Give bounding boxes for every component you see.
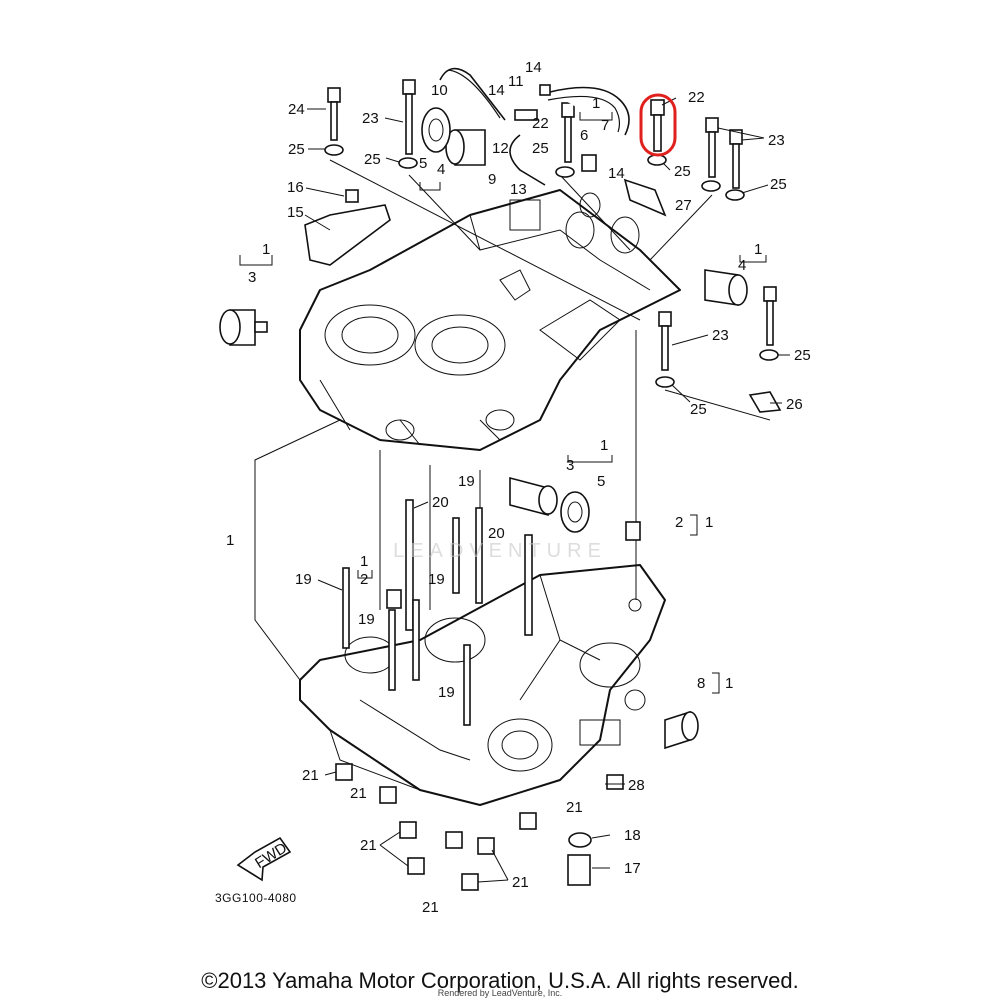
bearings-seals (219, 107, 748, 750)
callout-25: 25 (770, 176, 787, 193)
callout-23: 23 (712, 327, 729, 344)
washers-nuts (324, 144, 779, 891)
callout-9: 9 (488, 171, 496, 188)
callout-23: 23 (362, 110, 379, 127)
highlight-ring (639, 93, 677, 157)
callout-22: 22 (532, 115, 549, 132)
hoses (439, 67, 630, 186)
callout-21: 21 (350, 785, 367, 802)
callout-19: 19 (358, 611, 375, 628)
callout-2: 2 (675, 514, 683, 531)
callout-25: 25 (690, 401, 707, 418)
callout-1: 1 (360, 553, 368, 570)
callout-13: 13 (510, 181, 527, 198)
callout-1: 1 (600, 437, 608, 454)
lower-crankcase (299, 564, 666, 806)
callout-20: 20 (432, 494, 449, 511)
watermark: LEADVENTURE (393, 540, 607, 562)
callout-1: 1 (754, 241, 762, 258)
callout-5: 5 (597, 473, 605, 490)
callout-14: 14 (525, 59, 542, 76)
callout-21: 21 (512, 874, 529, 891)
callout-18: 18 (624, 827, 641, 844)
callout-19: 19 (458, 473, 475, 490)
callout-17: 17 (624, 860, 641, 877)
callout-15: 15 (287, 204, 304, 221)
callout-19: 19 (295, 571, 312, 588)
callout-21: 21 (360, 837, 377, 854)
callout-25: 25 (364, 151, 381, 168)
brackets (304, 178, 782, 413)
callout-25: 25 (794, 347, 811, 364)
callout-2: 2 (360, 571, 368, 588)
callout-1: 1 (592, 95, 600, 112)
callout-21: 21 (302, 767, 319, 784)
leader-lines (239, 97, 790, 883)
callout-8: 8 (697, 675, 705, 692)
callout-25: 25 (674, 163, 691, 180)
callout-28: 28 (628, 777, 645, 794)
callout-4: 4 (738, 257, 746, 274)
callout-25: 25 (532, 140, 549, 157)
callout-1: 1 (705, 514, 713, 531)
callout-21: 21 (422, 899, 439, 916)
callout-labels: 24 23 25 25 10 11 14 14 12 9 13 22 25 1 … (226, 59, 811, 916)
callout-4: 4 (437, 161, 445, 178)
callout-12: 12 (492, 140, 509, 157)
callout-10: 10 (431, 82, 448, 99)
callout-1: 1 (725, 675, 733, 692)
callout-23: 23 (768, 132, 785, 149)
callout-14: 14 (608, 165, 625, 182)
copyright-notice: ©2013 Yamaha Motor Corporation, U.S.A. A… (201, 968, 799, 993)
callout-3: 3 (566, 457, 574, 474)
callout-22-highlighted: 22 (688, 89, 705, 106)
callout-6: 6 (580, 127, 588, 144)
callout-16: 16 (287, 179, 304, 196)
callout-25: 25 (288, 141, 305, 158)
callout-19: 19 (438, 684, 455, 701)
callout-1: 1 (262, 241, 270, 258)
callout-19: 19 (428, 571, 445, 588)
callout-20: 20 (488, 525, 505, 542)
drawing-code: 3GG100-4080 (215, 891, 297, 905)
callout-7: 7 (601, 117, 609, 134)
bolts (327, 79, 777, 726)
callout-21: 21 (566, 799, 583, 816)
callout-24: 24 (288, 101, 305, 118)
callout-26: 26 (786, 396, 803, 413)
fwd-arrow: FWD (236, 836, 292, 882)
callout-1: 1 (226, 532, 234, 549)
callout-27: 27 (675, 197, 692, 214)
callout-5: 5 (419, 155, 427, 172)
callout-3: 3 (248, 269, 256, 286)
rendered-by-note: Rendered by LeadVenture, Inc. (437, 988, 563, 998)
callout-11: 11 (508, 73, 524, 90)
callout-14: 14 (488, 82, 505, 99)
